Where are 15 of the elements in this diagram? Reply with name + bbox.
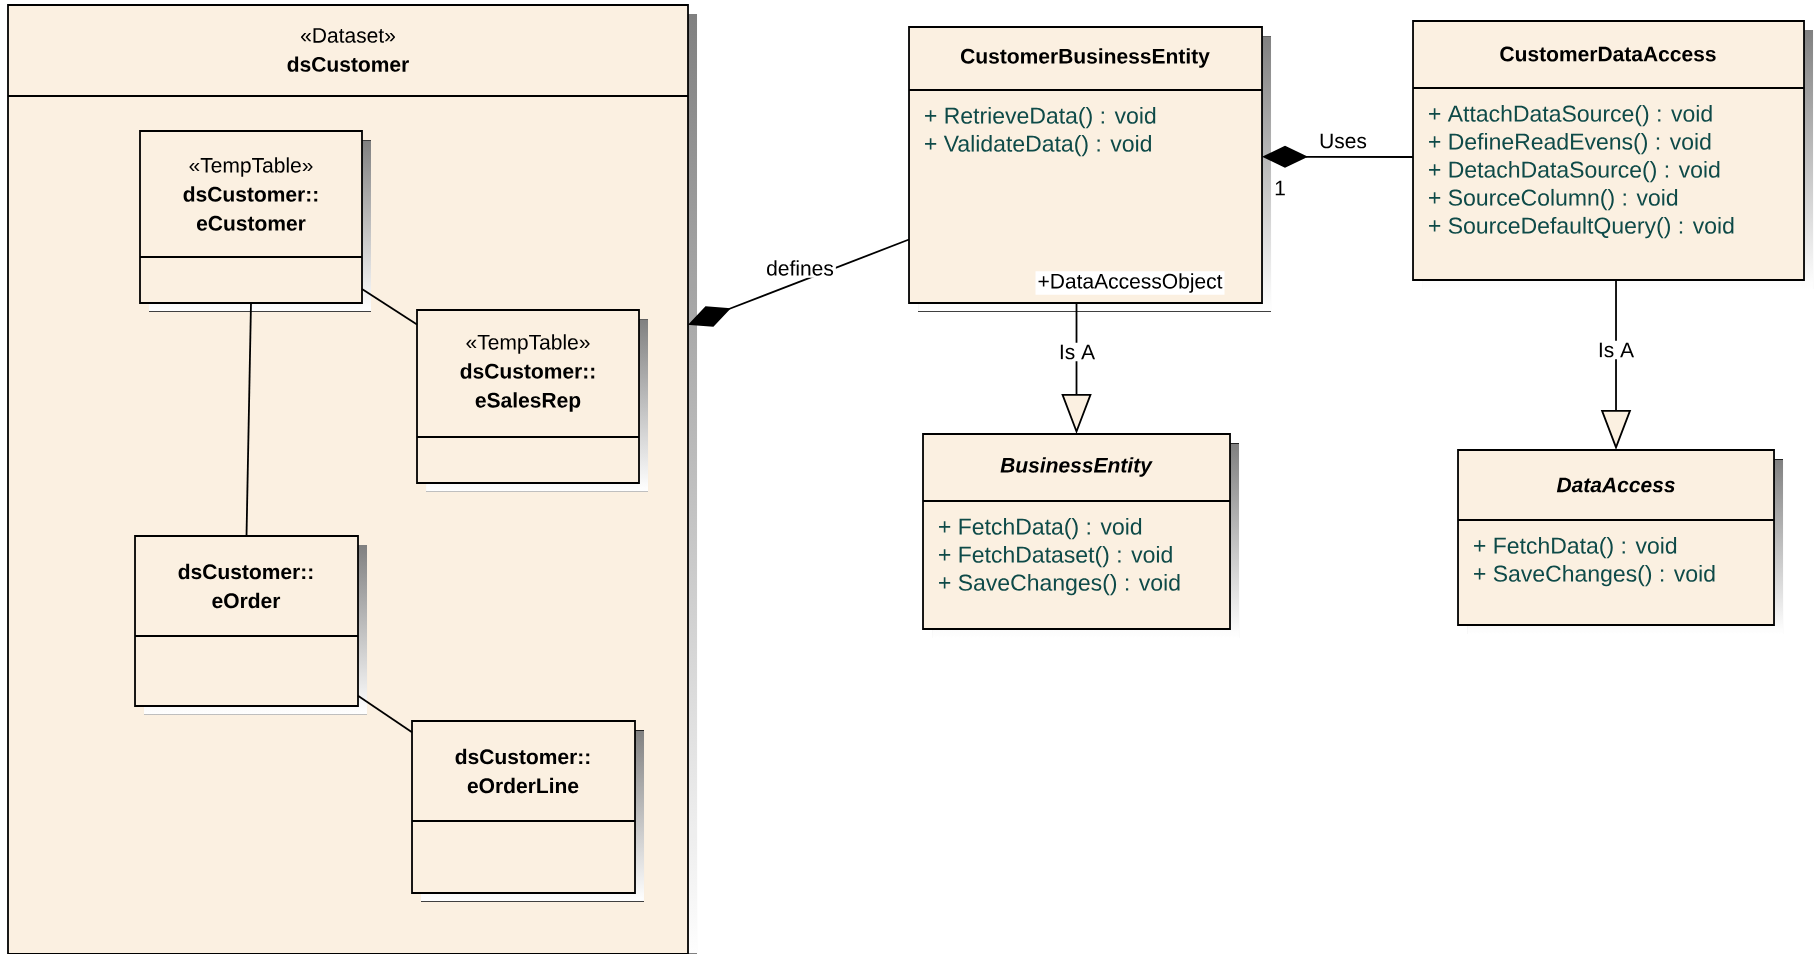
class-box: dsCustomer:: eOrder [134,535,367,715]
edge-label: Is A [1599,342,1635,358]
association-line [245,302,252,537]
class-box: «TempTable» dsCustomer:: eCustomer [139,130,371,312]
class-box: dsCustomer:: eOrderLine [411,720,644,902]
class-box: DataAccess + FetchData() : void + SaveChanges() : void [1457,449,1783,634]
association-line [357,694,413,734]
class-box: CustomerDataAccess + AttachDataSource() : void + DefineReadEvens() : void + DetachDataSource() : void + SourceColumn() : void + SourceDefaultQuery() : void [1412,20,1813,289]
association-line [361,288,418,326]
edge-label: defines [767,260,834,276]
class-box: «TempTable» dsCustomer:: eSalesRep [416,309,648,492]
class-box: BusinessEntity + FetchData() : void + FetchDataset() : void + SaveChanges() : void [922,433,1239,638]
edge-label: Uses [1320,133,1367,149]
edge-label: Is A [1060,344,1096,360]
role-label: +DataAccessObject [1038,273,1223,293]
